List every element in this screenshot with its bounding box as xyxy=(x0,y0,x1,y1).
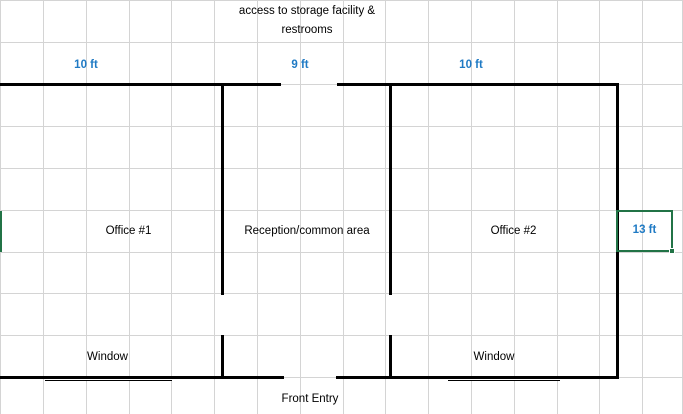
label-front-entry: Front Entry xyxy=(281,393,339,405)
grid-line-vertical xyxy=(471,0,472,414)
dimension-label-office2-width: 10 ft xyxy=(459,59,483,71)
grid-line-vertical xyxy=(257,0,258,414)
grid-line-horizontal xyxy=(0,335,683,336)
dimension-label-depth: 13 ft xyxy=(632,224,657,236)
wall-bottom-left-segment xyxy=(0,376,284,379)
grid-line-horizontal xyxy=(0,210,683,211)
dimension-label-reception-width: 9 ft xyxy=(291,59,309,71)
wall-interior-right-upper xyxy=(389,83,392,295)
grid-line-horizontal xyxy=(0,293,683,294)
grid-line-horizontal xyxy=(0,0,683,1)
grid-line-vertical xyxy=(43,0,44,414)
dimension-label-office1-width: 10 ft xyxy=(74,59,98,71)
storage-access-note: access to storage facility & restrooms xyxy=(214,2,400,40)
wall-interior-left-lower xyxy=(221,335,224,379)
grid-line-vertical xyxy=(385,0,386,414)
window-left-glazing xyxy=(45,378,172,381)
wall-bottom-right-segment xyxy=(336,376,619,379)
fill-handle[interactable] xyxy=(669,248,675,254)
grid-line-horizontal xyxy=(0,168,683,169)
wall-interior-right-lower xyxy=(389,335,392,379)
grid-line-vertical xyxy=(214,0,215,414)
grid-line-vertical xyxy=(171,0,172,414)
grid-line-vertical xyxy=(642,0,643,414)
label-window-left: Window xyxy=(87,351,128,363)
label-window-right: Window xyxy=(473,351,515,363)
wall-interior-left-upper xyxy=(221,83,224,295)
window-right-glazing xyxy=(448,378,560,381)
grid-line-vertical xyxy=(129,0,130,414)
grid-line-horizontal xyxy=(0,42,683,43)
active-cell-selection[interactable] xyxy=(616,210,673,252)
grid-line-vertical xyxy=(86,0,87,414)
storage-access-note-line2: restrooms xyxy=(281,24,333,36)
row-selection-marker xyxy=(0,211,2,252)
grid-line-vertical xyxy=(514,0,515,414)
wall-top-right-segment xyxy=(337,83,619,86)
wall-top-left-segment xyxy=(0,83,281,86)
grid-line-vertical xyxy=(557,0,558,414)
grid-line-vertical xyxy=(300,0,301,414)
grid-line-vertical xyxy=(0,0,1,414)
storage-access-note-line1: access to storage facility & xyxy=(238,5,376,17)
grid-line-vertical xyxy=(599,0,600,414)
grid-line-vertical xyxy=(343,0,344,414)
grid-line-vertical xyxy=(428,0,429,414)
grid-line-horizontal xyxy=(0,126,683,127)
grid-line-horizontal xyxy=(0,252,683,253)
room-label-reception: Reception/common area xyxy=(244,225,370,237)
